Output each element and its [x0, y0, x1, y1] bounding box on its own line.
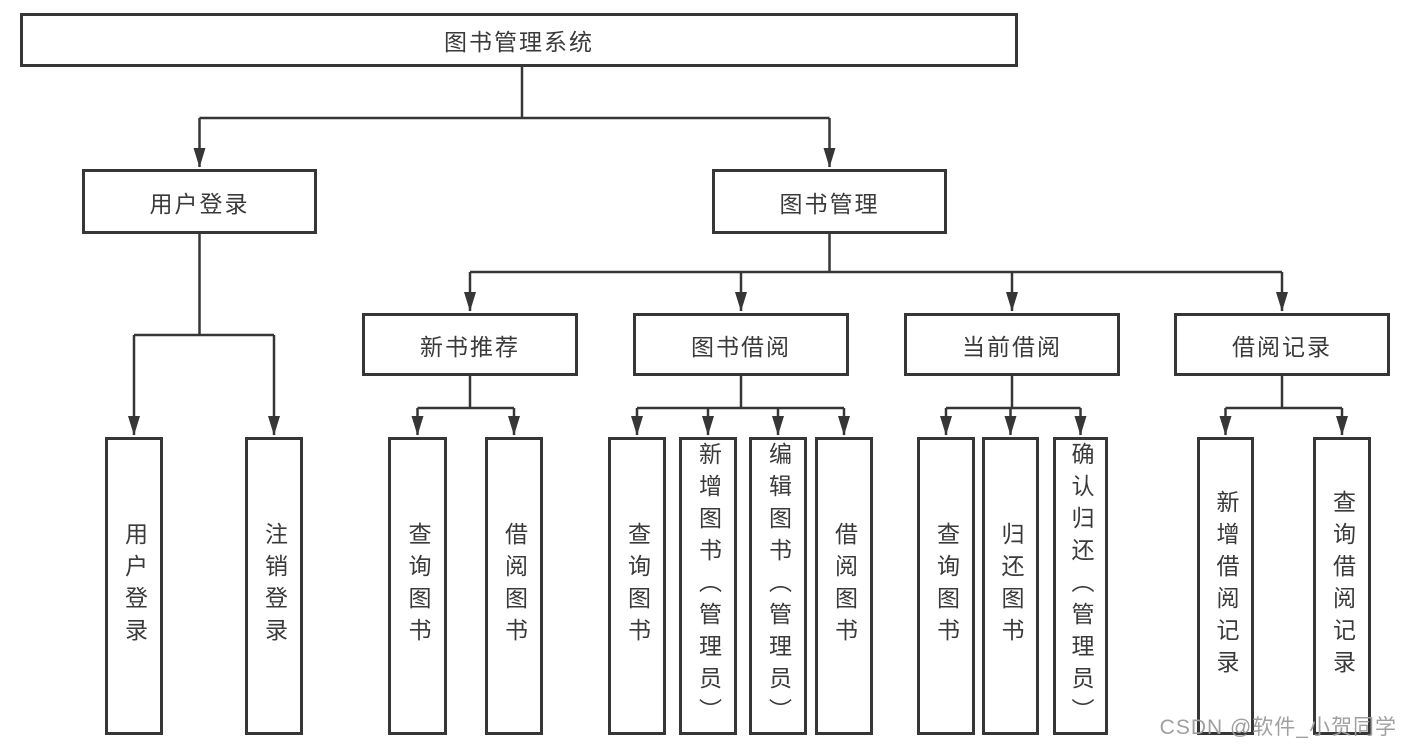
node-system-root: 图书管理系统	[20, 13, 1018, 67]
node-borrow-record: 借阅记录	[1174, 313, 1390, 376]
leaf-query-book-2: 查询图书	[608, 437, 666, 735]
leaf-borrow-book-2: 借阅图书	[815, 437, 873, 735]
leaf-query-book-3: 查询图书	[917, 437, 975, 735]
leaf-edit-book-admin: 编辑图书（管理员）	[749, 437, 807, 735]
leaf-user-login: 用户登录	[105, 437, 163, 735]
node-book-borrow: 图书借阅	[633, 313, 849, 376]
node-user-login: 用户登录	[82, 169, 317, 234]
leaf-logout: 注销登录	[245, 437, 303, 735]
node-current-borrow: 当前借阅	[904, 313, 1120, 376]
node-new-book-recommend: 新书推荐	[362, 313, 578, 376]
leaf-borrow-book-1: 借阅图书	[485, 437, 543, 735]
leaf-query-borrow-record: 查询借阅记录	[1313, 437, 1371, 735]
leaf-add-book-admin: 新增图书（管理员）	[679, 437, 737, 735]
node-book-management: 图书管理	[712, 169, 947, 234]
leaf-return-book: 归还图书	[982, 437, 1039, 735]
csdn-watermark: CSDN @软件_小贺同学	[1159, 716, 1397, 739]
leaf-confirm-return-admin: 确认归还（管理员）	[1053, 437, 1108, 735]
leaf-add-borrow-record: 新增借阅记录	[1197, 437, 1254, 735]
leaf-query-book-1: 查询图书	[388, 437, 447, 735]
